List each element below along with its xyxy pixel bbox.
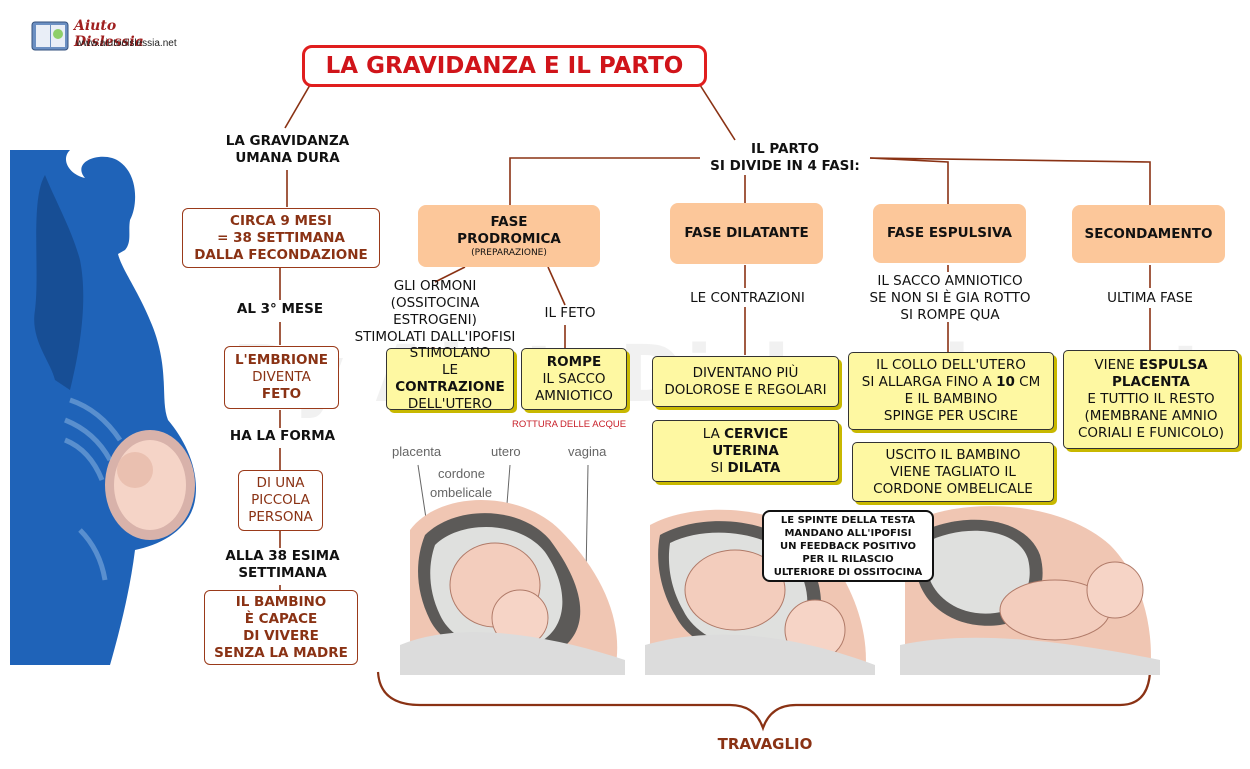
birth-illustration-1 [400,464,625,675]
waters-break-note: ROTTURA DELLE ACQUE [512,419,627,430]
pregnant-silhouette [10,150,196,665]
logo-brand: Aiuto Dislessia [74,18,144,50]
travaglio-brace [376,671,1152,732]
travaglio-label: TRAVAGLIO [717,735,813,753]
hormones-label: GLI ORMONI (OSSITOCINA ESTROGENI) STIMOL… [354,278,516,345]
phase-secondamento: SECONDAMENTO [1072,205,1225,263]
page-title: LA GRAVIDANZA E IL PARTO [302,45,707,87]
last-phase-label: ULTIMA FASE [1107,290,1193,306]
vagina-label: vagina [568,444,607,459]
birth-illustration-3 [900,506,1160,675]
stimulate-contraction-box: STIMOLANO LE CONTRAZIONE DELL'UTERO [386,345,514,412]
utero-label: utero [491,444,521,459]
ombelicale-label: ombelicale [430,485,493,500]
cord-cut-box: USCITO IL BAMBINO VIENE TAGLIATO IL CORD… [852,442,1054,502]
painful-regular-box: DIVENTANO PIÙ DOLOROSE E REGOLARI [652,356,839,407]
form-label: HA LA FORMA [229,428,336,444]
logo[interactable]: Aiuto Dislessia www.aiutodislessia.net [30,14,190,56]
birth-illustration-2 [645,509,875,675]
phase-espulsiva: FASE ESPULSIVA [873,204,1026,263]
break-sac-box: ROMPE IL SACCO AMNIOTICO [521,348,627,410]
cervix-dilates-box: LA CERVICE UTERINA SI DILATA [652,420,839,482]
cervix-widens-box: IL COLLO DELL'UTERO SI ALLARGA FINO A 10… [848,352,1054,430]
contractions-label: LE CONTRAZIONI [690,290,805,306]
cordone-label: cordone [438,466,485,481]
prodromica-sub: (PREPARAZIONE) [471,247,547,258]
logo-url[interactable]: www.aiutodislessia.net [76,38,177,49]
phase-prodromica: FASE PRODROMICA (PREPARAZIONE) [418,205,600,267]
amniotic-sac-label: IL SACCO AMNIOTICO SE NON SI È GIA ROTTO… [869,273,1031,323]
placenta-expelled-box: VIENE ESPULSA PLACENTA E TUTTIO IL RESTO… [1063,350,1239,449]
third-month-label: AL 3° MESE [236,301,324,317]
phase-dilatante: FASE DILATANTE [670,203,823,264]
logo-book-icon [31,21,69,51]
fetus-label: IL FETO [544,305,596,321]
placenta-label: placenta [392,444,442,459]
feedback-callout: LE SPINTE DELLA TESTA MANDANO ALL'IPOFIS… [762,510,934,582]
